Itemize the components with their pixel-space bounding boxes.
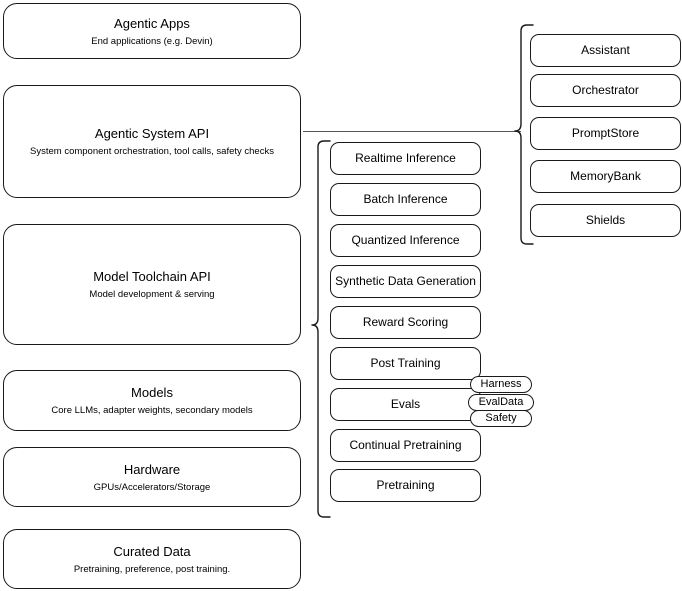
component-box-continual-pretraining[interactable]: Continual Pretraining	[330, 429, 481, 462]
system-label: Shields	[585, 213, 626, 227]
layer-title: Hardware	[123, 461, 181, 477]
component-label: Pretraining	[376, 478, 435, 492]
component-box-batch-inference[interactable]: Batch Inference	[330, 183, 481, 216]
layer-title: Agentic System API	[94, 126, 210, 141]
component-label: Quantized Inference	[351, 233, 460, 247]
brace-model-toolchain	[303, 140, 333, 518]
system-box-shields[interactable]: Shields	[530, 204, 681, 237]
pill-safety[interactable]: Safety	[470, 410, 532, 427]
layer-box-model-toolchain-api[interactable]: Model Toolchain API Model development & …	[3, 224, 301, 345]
layer-subtitle: Core LLMs, adapter weights, secondary mo…	[51, 405, 253, 416]
component-label: Reward Scoring	[362, 315, 449, 329]
connector-line-horizontal	[303, 131, 521, 132]
layer-subtitle: GPUs/Accelerators/Storage	[93, 481, 211, 493]
layer-title: Model Toolchain API	[93, 269, 211, 284]
pill-label: EvalData	[478, 396, 524, 408]
component-label: Realtime Inference	[355, 151, 456, 165]
system-box-orchestrator[interactable]: Orchestrator	[530, 74, 681, 107]
layer-box-hardware[interactable]: Hardware GPUs/Accelerators/Storage	[3, 447, 301, 507]
layer-title: Curated Data	[113, 543, 191, 559]
system-box-assistant[interactable]: Assistant	[530, 34, 681, 67]
layer-subtitle: System component orchestration, tool cal…	[30, 146, 274, 157]
component-box-realtime-inference[interactable]: Realtime Inference	[330, 142, 481, 175]
system-box-memorybank[interactable]: MemoryBank	[530, 160, 681, 193]
component-label: Continual Pretraining	[349, 438, 462, 452]
layer-box-curated-data[interactable]: Curated Data Pretraining, preference, po…	[3, 529, 301, 589]
component-box-evals[interactable]: Evals	[330, 388, 481, 421]
pill-label: Harness	[480, 378, 522, 390]
system-label: MemoryBank	[570, 169, 641, 183]
brace-agentic-system	[508, 24, 536, 246]
system-label: Orchestrator	[572, 83, 639, 97]
component-box-reward-scoring[interactable]: Reward Scoring	[330, 306, 481, 339]
pill-label: Safety	[485, 412, 517, 424]
pill-harness[interactable]: Harness	[470, 376, 532, 393]
component-box-post-training[interactable]: Post Training	[330, 347, 481, 380]
layer-subtitle: Model development & serving	[89, 289, 215, 300]
layer-box-agentic-apps[interactable]: Agentic Apps End applications (e.g. Devi…	[3, 3, 301, 59]
pill-evaldata[interactable]: EvalData	[468, 394, 534, 411]
system-label: Assistant	[581, 43, 630, 57]
layer-title: Agentic Apps	[114, 15, 190, 31]
component-label: Synthetic Data Generation	[335, 274, 476, 288]
component-label: Post Training	[370, 356, 441, 370]
component-box-synthetic-data-generation[interactable]: Synthetic Data Generation	[330, 265, 481, 298]
layer-box-models[interactable]: Models Core LLMs, adapter weights, secon…	[3, 370, 301, 431]
component-label: Batch Inference	[363, 192, 448, 206]
component-label: Evals	[390, 397, 421, 411]
component-box-pretraining[interactable]: Pretraining	[330, 469, 481, 502]
layer-title: Models	[131, 385, 173, 400]
system-label: PromptStore	[571, 126, 640, 140]
layer-box-agentic-system-api[interactable]: Agentic System API System component orch…	[3, 85, 301, 198]
layer-subtitle: Pretraining, preference, post training.	[73, 563, 231, 575]
component-box-quantized-inference[interactable]: Quantized Inference	[330, 224, 481, 257]
layer-subtitle: End applications (e.g. Devin)	[91, 35, 213, 47]
system-box-promptstore[interactable]: PromptStore	[530, 117, 681, 150]
